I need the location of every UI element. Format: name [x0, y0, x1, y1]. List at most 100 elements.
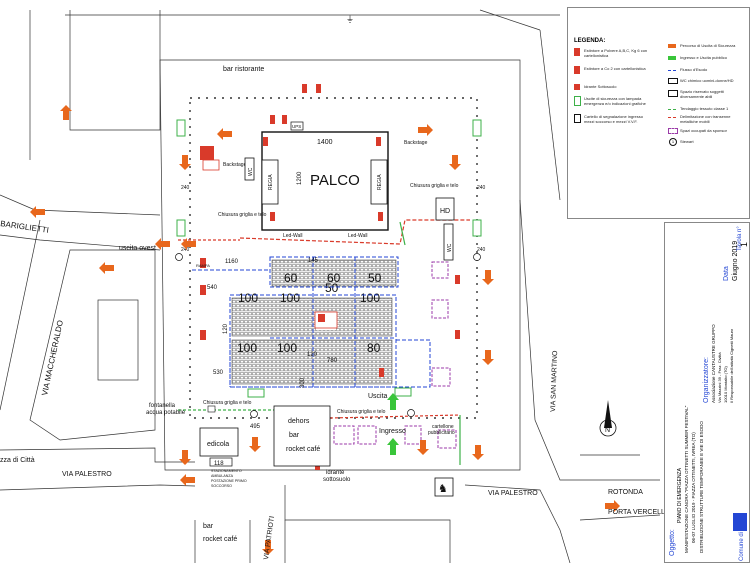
title-block: Oggetto: PIANO DI EMERGENZA MANIFESTAZIO… [664, 222, 750, 563]
ambulanza-1: STAZIONAMENTO [211, 469, 242, 473]
led-wall-left: Led-Wall [283, 233, 303, 239]
org-line: 10010 Montalto (TO) [723, 366, 728, 403]
backstage-left: Backstage [223, 162, 247, 168]
regia-right-label: REGIA [377, 174, 383, 190]
street-san-martino: VIA SAN MARTINO [550, 350, 559, 412]
exit-signs [176, 119, 482, 398]
dim-495: 495 [250, 424, 261, 430]
seat-block: 50 [368, 271, 382, 285]
regia-left [261, 159, 279, 205]
hd-label: HD [440, 208, 450, 215]
stage-depth: 1200 [297, 171, 303, 185]
bar-bottom-2: rocket café [203, 536, 237, 543]
object-label: Oggetto: [669, 529, 676, 556]
dim-780: 780 [327, 358, 338, 364]
edicola: edicola [207, 441, 229, 448]
uscita-label: Uscita [368, 393, 388, 400]
org-line: Il Responsabile dell'attività Cignetti M… [729, 328, 734, 403]
ambulanza-num: 118 [214, 461, 224, 467]
hydrant-icon [574, 84, 580, 90]
legend-item: Stewart [680, 139, 694, 144]
object-line: 06-07 LUGLIO 2019 - PIAZZA OTTINETTI, IV… [691, 432, 696, 543]
barrier-icon [668, 117, 676, 118]
dim-240a: 240 [181, 185, 190, 191]
dim-240c: 240 [181, 247, 190, 253]
chiusura-bottom-right: Chiusura griglia e telo [337, 409, 386, 415]
sponsor-spaces [333, 261, 457, 449]
cartellone-2: pubblicitario [428, 430, 455, 436]
city-logo-icon [733, 513, 747, 531]
legend-item: WC chimico uomini-donne/HD [680, 78, 734, 83]
rampa: RAMPA [196, 263, 210, 268]
dim-120a: 120 [223, 323, 229, 334]
dim-540: 540 [207, 285, 218, 291]
street-patrioti: VIA PATRIOTI [263, 516, 276, 561]
dehors-box [273, 405, 331, 467]
dehors-line3: rocket café [286, 446, 320, 453]
tav-value: 1 [739, 241, 749, 247]
stage [261, 131, 389, 231]
dim-300: 300 [300, 377, 306, 388]
seat-block: 100 [277, 341, 297, 355]
dim-120b: 120 [307, 352, 318, 358]
sponsor-space-icon [668, 128, 678, 134]
svg-text:♞: ♞ [438, 483, 448, 495]
legend-item: Percorso di Uscita di Sicurezza [680, 43, 736, 48]
exit-sign-icon [574, 96, 581, 106]
ambulanza-3: POSTAZIONE PRIMO [211, 479, 247, 483]
svg-text:⏚: ⏚ [346, 15, 354, 24]
legend-item: Uscite di sicurezza con lampada emergenz… [584, 96, 646, 106]
seat-block: 100 [280, 291, 300, 305]
bar-ristorante: bar ristorante [223, 66, 264, 73]
object-line: DISTRIBUZIONE STRUTTURE TEMPORANEE E VIE… [699, 421, 704, 553]
legend-item: Spazi occupati da sponsor [680, 128, 727, 133]
street-barigliett: BARIGLIETTI [0, 219, 49, 235]
stage-label: PALCO [310, 172, 360, 189]
extinguisher-icon [574, 48, 580, 56]
legend-item: Estintore a Co 2 con cartellonistica [584, 66, 646, 71]
dim-530: 530 [213, 370, 224, 376]
fontanella-1: fontanella [149, 403, 176, 409]
ambulanza-4: SOCCORSO [211, 484, 232, 488]
stage-width: 1400 [317, 139, 333, 146]
legend-item: Flusso d'Esodo [680, 67, 708, 72]
object-line: MANIFESTAZIONE CANORA "PIAZZA OTTINETTI … [684, 405, 689, 553]
tav-label: Tavola n° [737, 226, 743, 251]
legend-item: Tendaggio tessuto classe 1 [680, 106, 729, 111]
porta-vercelli: PORTA VERCELLI [608, 509, 667, 516]
steward-markers [175, 253, 481, 418]
chiusura-bottom-left: Chiusura griglia e telo [203, 400, 252, 406]
seat-block: 80 [367, 341, 381, 355]
ambulance-sign-icon [574, 114, 581, 123]
dim-145: 145 [308, 258, 319, 264]
evacuation-flow-lines [192, 256, 431, 388]
bar-bottom-1: bar [203, 523, 214, 530]
street-palestro-right: VIA PALESTRO [488, 490, 538, 497]
svg-text:N: N [605, 427, 610, 434]
co2-extinguisher-icon [574, 66, 580, 74]
seat-block: 100 [237, 341, 257, 355]
chiusura-top-left: Chiusura griglia e telo [218, 212, 267, 218]
seat-block: 100 [360, 291, 380, 305]
regia-right [370, 159, 388, 205]
cartellone-1: cartellone [432, 424, 454, 430]
dim-1160: 1160 [225, 259, 239, 265]
wc-left-label: WC [248, 167, 254, 176]
ingresso-label: Ingresso [379, 428, 406, 435]
legend-item: Cartello di segnalazione ingresso mezzi … [584, 114, 643, 124]
idrante-1: idrante [326, 470, 345, 476]
edicola-box [199, 427, 239, 457]
idrante-2: sottosuolo [323, 477, 351, 483]
object-line: PIANO DI EMERGENZA [677, 467, 683, 523]
legend-item: Estintore a Polvere A,B,C, Kg 6 con cart… [584, 48, 648, 58]
dehors-line1: dehors [288, 418, 310, 425]
flow-icon [668, 70, 676, 71]
wc-icon [668, 78, 678, 84]
date-label: Data [723, 266, 730, 281]
steward-icon: 1 [669, 138, 677, 146]
ambulanza-2: AMBULANZA [211, 474, 234, 478]
regia-left-label: REGIA [268, 174, 274, 190]
street-piazza: zza di Città [0, 457, 35, 464]
legend: LEGENDA: Estintore a Polvere A,B,C, Kg 6… [567, 7, 750, 219]
seat-block-labels: 60 60 50 100 100 50 100 100 100 80 [237, 271, 382, 355]
